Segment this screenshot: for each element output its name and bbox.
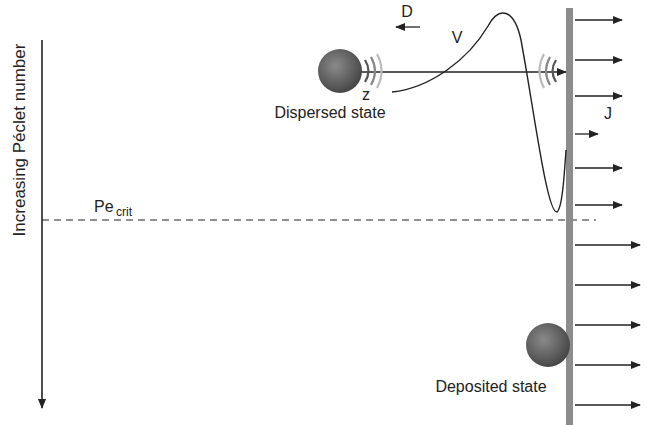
symbol-label: V [452, 29, 463, 47]
subscript-label: crit [116, 206, 132, 219]
flux-arrows [575, 20, 640, 405]
symbol-label: z [362, 86, 370, 104]
dispersed-particle [318, 49, 362, 93]
symbol-label: J [604, 105, 612, 123]
axis-label: Increasing Péclet number [11, 44, 30, 237]
symbol-label: D [401, 3, 413, 21]
diffusion-arrow [396, 26, 420, 27]
interaction-waves [365, 54, 556, 88]
deposited-particle [526, 323, 570, 367]
distance-arrow [345, 71, 566, 72]
peclet-axis-arrow [41, 40, 43, 408]
critical-line [42, 219, 596, 220]
potential-curve [392, 13, 566, 212]
membrane-wall [566, 8, 573, 425]
symbol-label: Pe [94, 198, 114, 216]
state-label: Deposited state [435, 378, 546, 396]
state-label: Dispersed state [274, 104, 385, 122]
